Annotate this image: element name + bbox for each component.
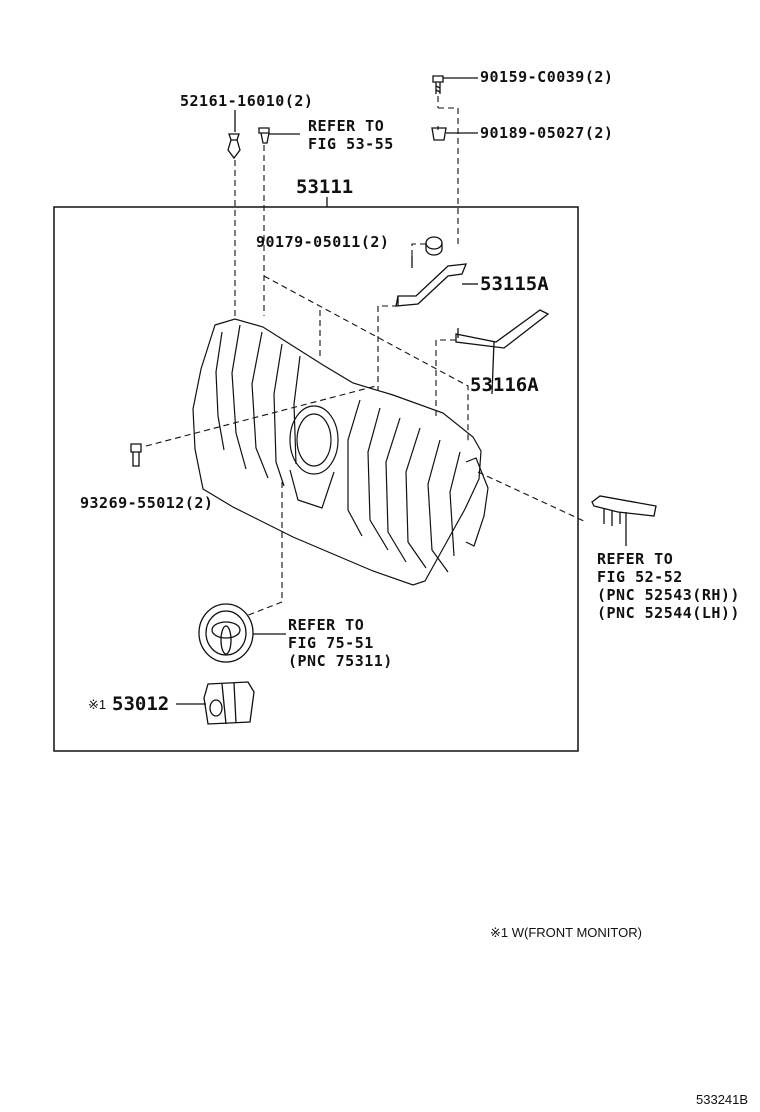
ref-fig7551-line3: (PNC 75311) (288, 652, 393, 670)
part-90189-label: 90189-05027(2) (480, 124, 614, 142)
clip-fig5355-icon (258, 127, 300, 144)
part-53115a-label: 53115A (480, 273, 549, 295)
camera-cover-53012-icon (176, 681, 255, 725)
ref-fig5252-line1: REFER TO (597, 550, 674, 568)
bracket-53115a-icon (395, 256, 478, 307)
part-90179-label: 90179-05011(2) (256, 233, 390, 251)
grille-assembly-frame (53, 206, 579, 752)
part-93269-label: 93269-55012(2) (80, 494, 214, 512)
part-52161-label: 52161-16010(2) (180, 92, 314, 110)
bolt-93269-icon (130, 443, 142, 467)
ref-fig5355-line2: FIG 53-55 (308, 135, 394, 153)
ref-fig7551-line1: REFER TO (288, 616, 365, 634)
radiator-grille-icon (192, 318, 489, 586)
figure-id: 533241B (696, 1092, 749, 1107)
garnish-fig5252-icon (591, 495, 657, 546)
part-53116a-label: 53116A (470, 374, 539, 396)
retainer-90179-icon (425, 236, 443, 256)
ref-fig5355-label: REFER TO FIG 53-55 (308, 117, 394, 153)
part-90159-label: 90159-C0039(2) (480, 68, 614, 86)
nut-90189-icon (431, 127, 478, 141)
clip-52161-icon (227, 110, 241, 160)
toyota-emblem-icon (198, 603, 286, 663)
footnote: ※1 W(FRONT MONITOR) (490, 925, 642, 940)
ref-fig5252-line3: (PNC 52543(RH)) (597, 586, 740, 604)
ref-fig5252-line4: (PNC 52544(LH)) (597, 604, 740, 622)
ref-fig7551-label: REFER TO FIG 75-51 (PNC 75311) (288, 616, 393, 670)
ref-fig7551-line2: FIG 75-51 (288, 634, 374, 652)
screw-90159-icon (432, 75, 478, 94)
bracket-53116a-icon (455, 309, 550, 395)
part-53012-label: 53012 (112, 693, 170, 715)
part-53012-mark: ※1 (88, 697, 107, 712)
ref-fig5355-line1: REFER TO (308, 117, 385, 135)
part-53111-label: 53111 (296, 176, 354, 198)
ref-fig5252-line2: FIG 52-52 (597, 568, 683, 586)
ref-fig5252-label: REFER TO FIG 52-52 (PNC 52543(RH)) (PNC … (597, 550, 740, 622)
